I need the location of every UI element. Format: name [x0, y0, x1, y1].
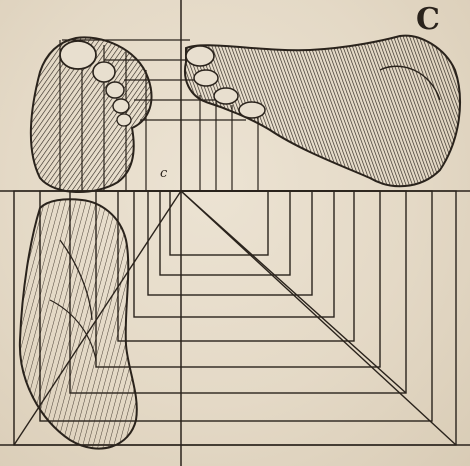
foot-sole-bottom-view	[20, 199, 137, 448]
foot-side-view	[185, 36, 460, 187]
foot-sole-top-view	[31, 37, 152, 192]
plate-corner-letter: C	[416, 2, 440, 37]
vanishing-point-letter: c	[160, 166, 167, 181]
